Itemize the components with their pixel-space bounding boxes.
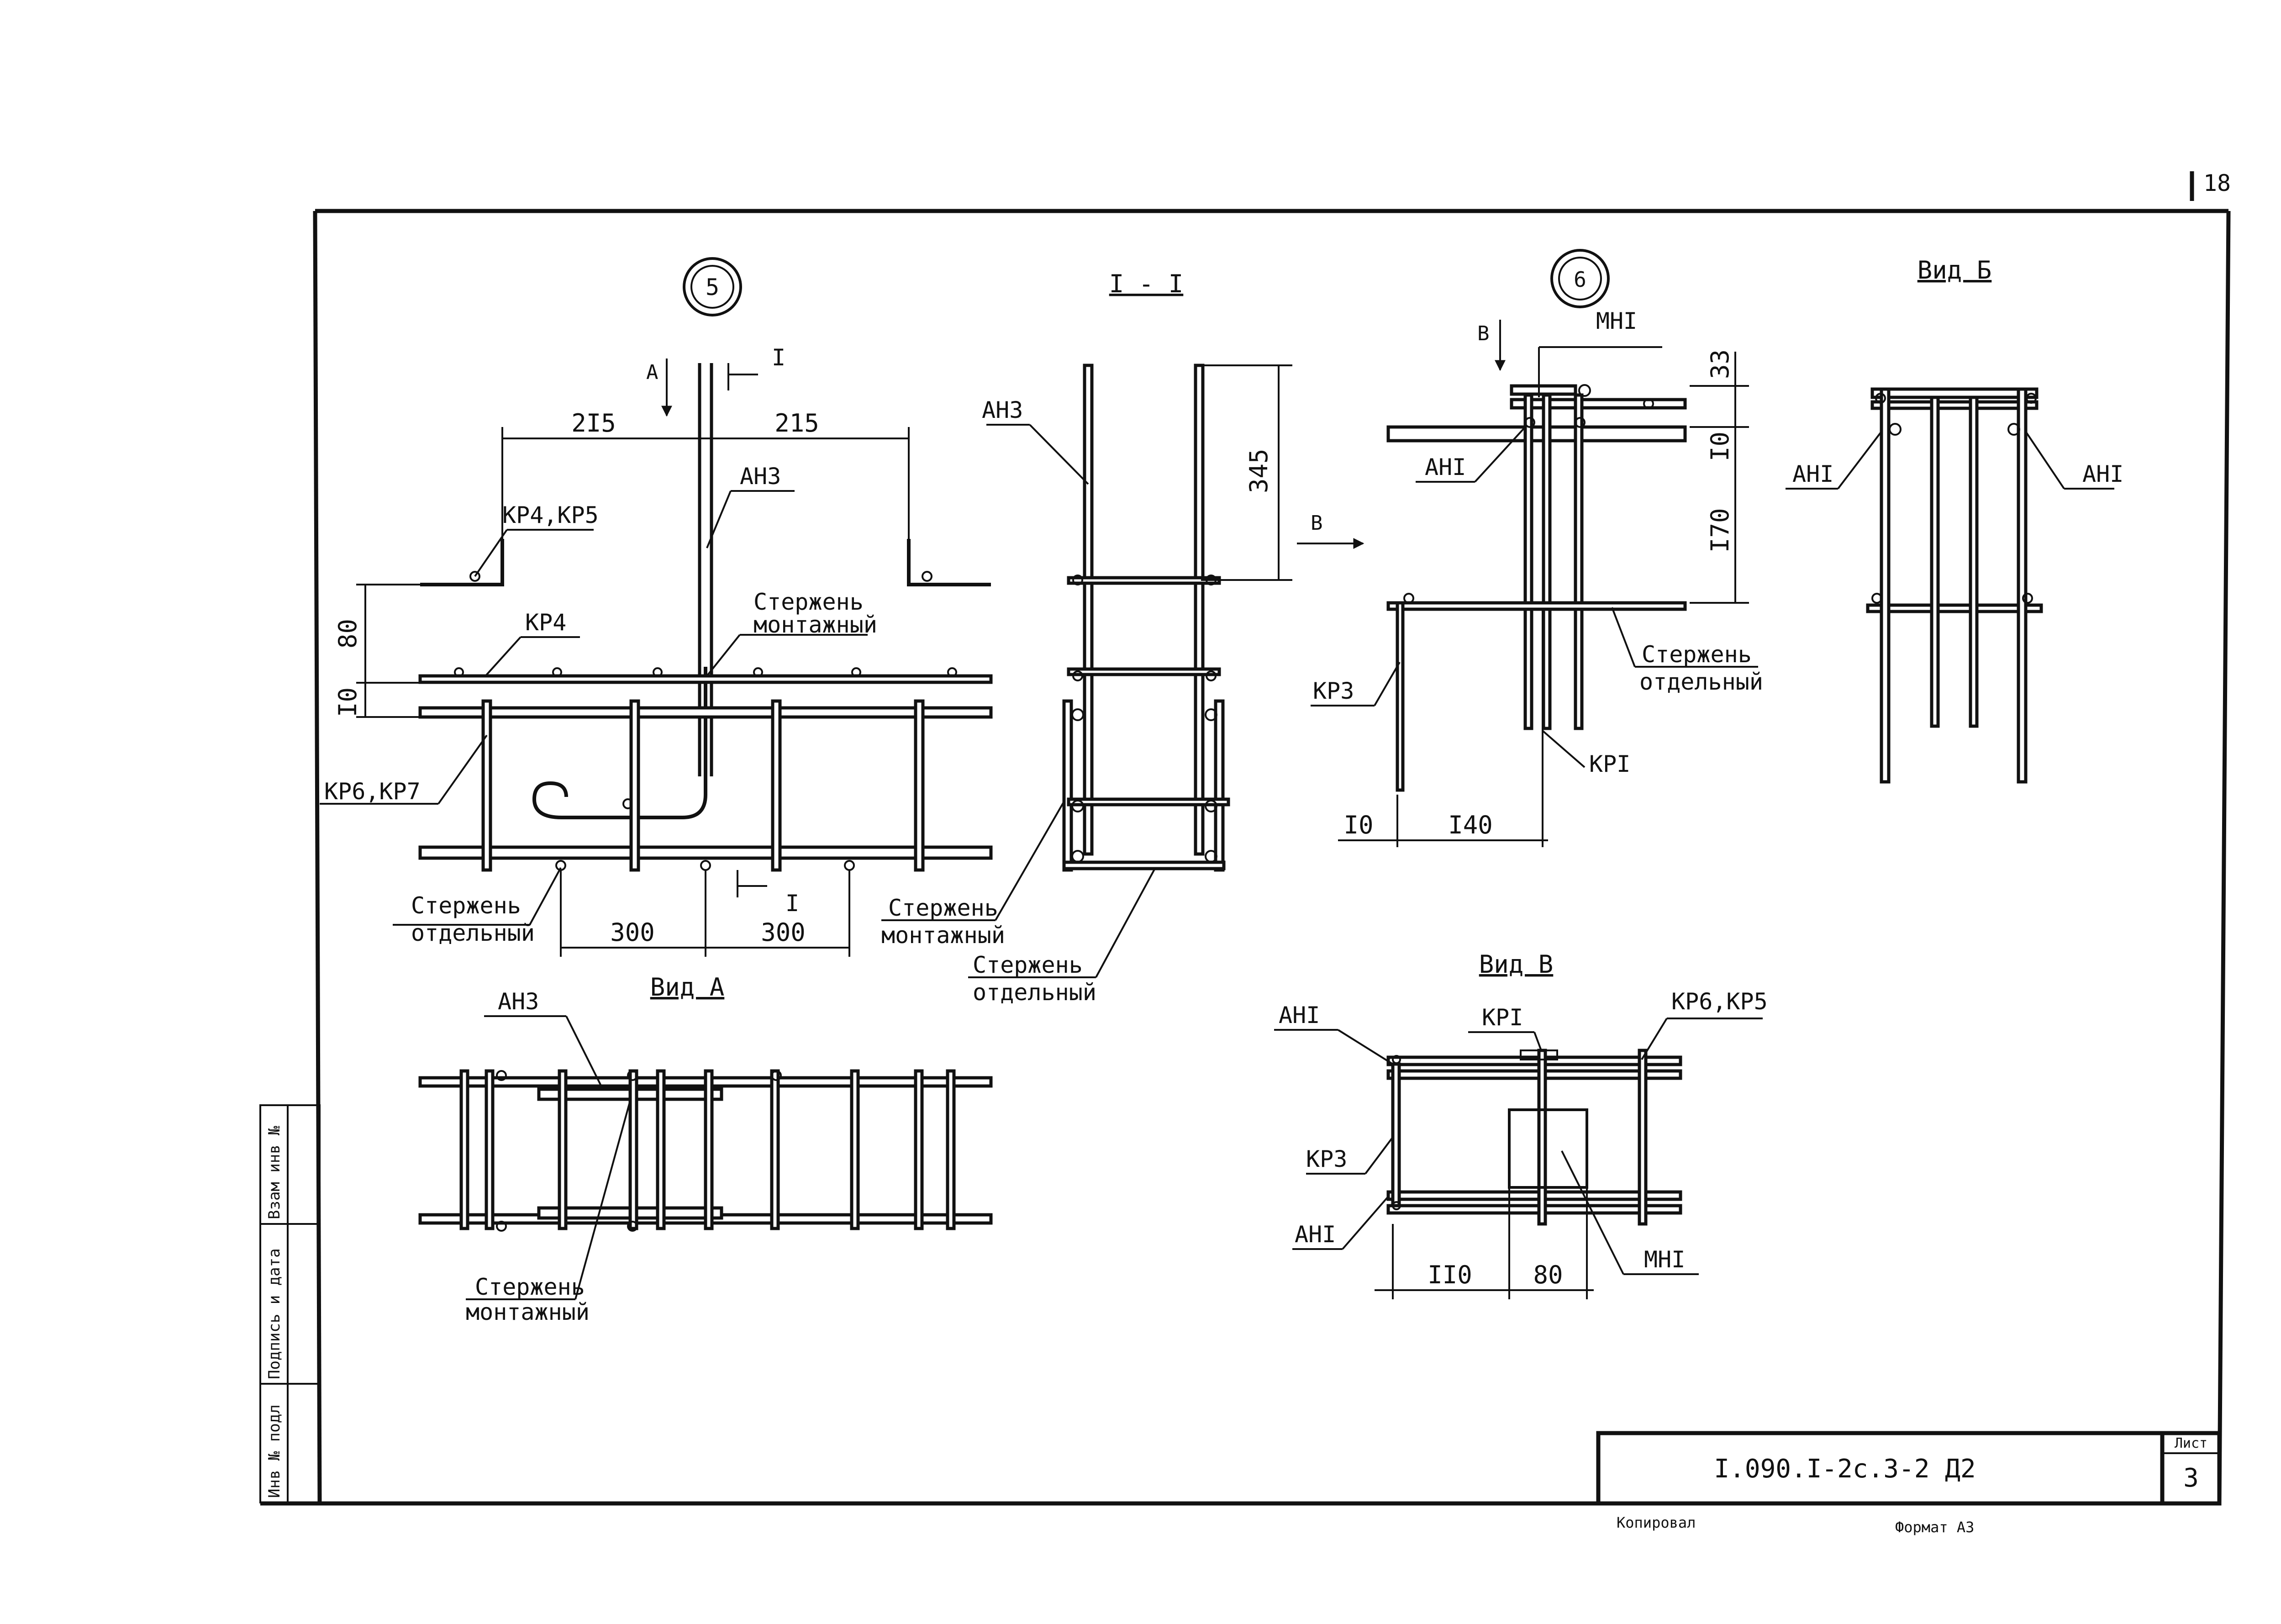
label-rod-sep-1-view6: Стержень	[1642, 641, 1752, 668]
label-mn1-view6: МНI	[1596, 308, 1637, 334]
label-rod-mont-1-view5: Стержень	[753, 589, 864, 615]
sheet-number-top: 18	[2203, 170, 2231, 196]
view-5-marker: 5	[706, 274, 719, 301]
label-an1-left-view-b: АНI	[1792, 461, 1833, 487]
label-kp3-view6: КР3	[1313, 678, 1354, 704]
title-sheet-number: 3	[2183, 1463, 2199, 1493]
label-kp6-kp5-view-v: КР6,КР5	[1671, 988, 1768, 1015]
dim-33: 33	[1706, 349, 1734, 379]
label-an1-top-view-v: АНI	[1279, 1002, 1320, 1028]
view-6-marker: 6	[1574, 267, 1586, 292]
title-sheet-label: Лист	[2175, 1435, 2207, 1451]
dim-300-right: 300	[761, 918, 806, 947]
section-1-1: I - I 345 АН3 Стержень монтажный Стержен…	[881, 269, 1292, 1006]
section-1-1-title: I - I	[1109, 269, 1184, 298]
dim-215-right: 215	[774, 409, 819, 438]
stamp-inv-no: Инв № подл	[265, 1404, 284, 1498]
dim-10-horizontal: I0	[1343, 811, 1373, 839]
below-copied: Копировал	[1617, 1514, 1696, 1531]
stamp-vzam: Взам инв №	[265, 1126, 284, 1219]
label-rod-sep-2-view6: отдельный	[1639, 669, 1763, 695]
label-rod-2-view-a: монтажный	[466, 1299, 590, 1325]
section-mark-bottom: I	[785, 890, 799, 917]
stamp-sign-date: Подпись и дата	[265, 1248, 284, 1379]
label-kp4-kp5: КР4,КР5	[502, 502, 599, 528]
label-an1-right-view-b: АНI	[2082, 461, 2123, 487]
arrow-b-top-label: В	[1477, 322, 1490, 345]
dim-80-view-v: 80	[1533, 1260, 1563, 1289]
label-rod-mont-2-section: монтажный	[881, 922, 1005, 949]
label-rod-mont-2-view5: монтажный	[753, 612, 877, 638]
section-mark-top: I	[772, 344, 785, 371]
dim-345: 345	[1244, 448, 1273, 493]
label-kp1-view-v: КРI	[1482, 1004, 1523, 1031]
label-kp4: КР4	[525, 609, 566, 636]
label-rod-sep-1-section: Стержень	[973, 952, 1083, 978]
below-format: Формат А3	[1895, 1519, 1974, 1536]
label-kp3-view-v: КР3	[1306, 1146, 1347, 1172]
title-designation: I.090.I-2c.3-2 Д2	[1714, 1454, 1975, 1484]
label-an3-section: АН3	[982, 397, 1023, 423]
label-an1-bottom-view-v: АНI	[1295, 1221, 1336, 1248]
arrow-a-label: A	[646, 361, 658, 384]
dim-170: I70	[1706, 508, 1734, 553]
view-v-title: Вид В	[1479, 950, 1554, 979]
view-a-title: Вид А	[650, 973, 725, 1002]
dim-10: I0	[333, 687, 362, 717]
label-rod-mont-1-section: Стержень	[888, 895, 998, 921]
dim-140: I40	[1448, 811, 1493, 839]
dim-300-left: 300	[610, 918, 655, 947]
view-b-title: Вид Б	[1918, 256, 1992, 285]
view-v: Вид В АНI КРI КР6,КР5 КР3 АНI МНI	[1274, 950, 1768, 1299]
arrow-b-side-label: В	[1311, 511, 1323, 535]
view-6: 6 В В МНI АНI КР3 КРI Стержень	[1297, 249, 1763, 847]
label-mn1-view-v: МНI	[1644, 1246, 1685, 1273]
dim-10-vertical: I0	[1706, 432, 1734, 461]
label-rod-1-view-a: Стержень	[475, 1274, 585, 1300]
view-5: 5 A I 2I5 215 КР4,КР5 80 I0	[320, 257, 993, 957]
title-block: I.090.I-2c.3-2 Д2 Лист 3 Копировал Форма…	[1596, 1431, 2222, 1536]
view-a: Вид А АН3 Стержень монтажный	[418, 973, 993, 1325]
dim-80: 80	[333, 619, 362, 649]
dim-110: II0	[1428, 1260, 1472, 1289]
label-an3-view-a: АН3	[498, 988, 539, 1015]
label-kp6-kp7: КР6,КР7	[324, 778, 421, 805]
label-rod-sep-2-section: отдельный	[973, 979, 1096, 1006]
side-stamp: Взам инв № Подпись и дата Инв № подл	[259, 1104, 321, 1503]
label-rod-sep-1-view5: Стержень	[411, 892, 521, 919]
label-kp1-view6: КРI	[1589, 751, 1630, 777]
dim-215-left: 2I5	[571, 409, 616, 438]
label-rod-sep-2-view5: отдельный	[411, 920, 535, 946]
label-an3-view5: АН3	[740, 463, 781, 490]
label-an1-view6: АНI	[1425, 454, 1466, 480]
view-b: Вид Б АНI АНI	[1786, 256, 2123, 784]
